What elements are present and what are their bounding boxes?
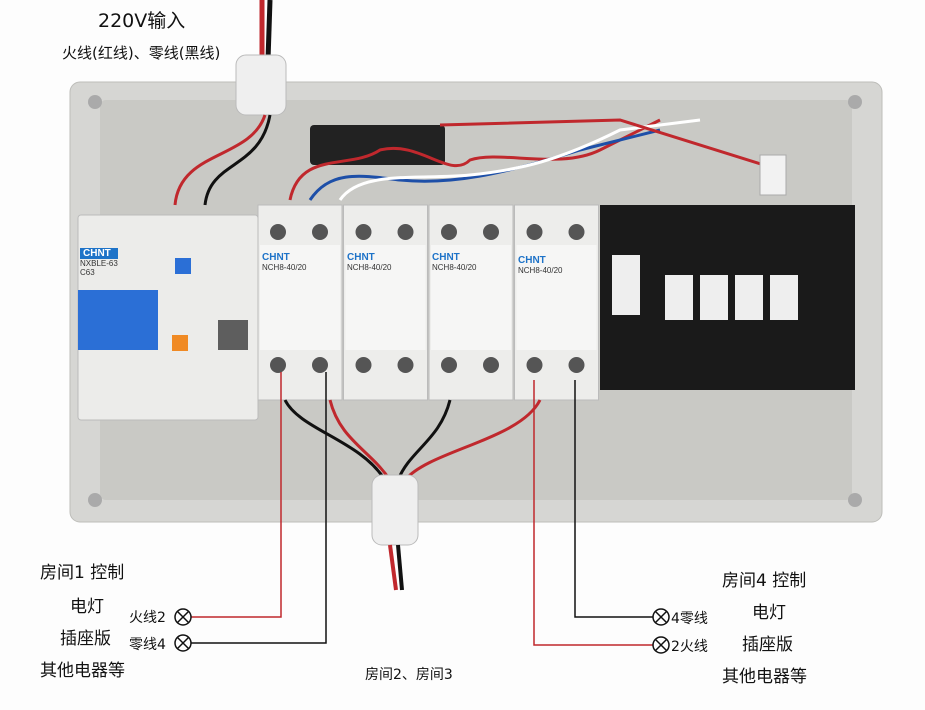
terminal-screw-icon	[526, 224, 543, 240]
breaker-label: CHNT NXBLE-63 C63	[80, 248, 118, 277]
terminal-screw-icon	[483, 224, 499, 240]
screw-icon	[88, 493, 102, 507]
room4-live-line	[533, 380, 653, 646]
terminal-screw-icon	[270, 224, 286, 240]
room1-item: 插座版	[60, 629, 111, 649]
terminal-screw-icon	[355, 357, 372, 373]
room4-item: 其他电器等	[722, 667, 807, 687]
lamp-symbol-icon	[174, 634, 192, 652]
room1-item: 电灯	[70, 597, 104, 617]
room1-neutral-line	[191, 372, 327, 644]
qr-code	[218, 320, 248, 350]
connector-plug	[759, 154, 787, 196]
incoming-neutral-wire	[265, 0, 273, 61]
room1-title: 房间1 控制	[40, 563, 125, 583]
terminal-screw-icon	[397, 357, 414, 373]
screw-icon	[848, 95, 862, 109]
terminal-screw-icon	[568, 224, 585, 240]
test-button	[172, 335, 188, 351]
input-subtitle: 火线(红线)、零线(黑线)	[62, 44, 221, 62]
speaker	[310, 125, 445, 165]
top-cable-gland	[235, 54, 287, 116]
screw-icon	[848, 493, 862, 507]
room4-item: 插座版	[742, 635, 793, 655]
terminal-screw-icon	[441, 224, 457, 240]
terminal-screw-icon	[312, 357, 328, 373]
room4-neutral-line	[574, 380, 653, 618]
terminal-screw-icon	[568, 357, 585, 373]
room1-neutral-label: 零线4	[129, 637, 166, 653]
breaker-toggle	[78, 290, 158, 350]
input-title: 220V输入	[98, 10, 186, 32]
room1-live-line	[191, 372, 282, 618]
terminal-screw-icon	[441, 357, 457, 373]
bottom-cable-gland	[371, 474, 419, 546]
terminal-screw-icon	[397, 224, 414, 240]
terminal-screw-icon	[312, 224, 328, 240]
terminal-screw-icon	[355, 224, 372, 240]
room4-neutral-label: 4零线	[671, 611, 708, 627]
terminal-screw-icon	[483, 357, 499, 373]
screw-icon	[88, 95, 102, 109]
room1-item: 其他电器等	[40, 661, 125, 681]
lamp-symbol-icon	[174, 608, 192, 626]
terminal-screw-icon	[526, 357, 543, 373]
terminal-screw-icon	[270, 357, 286, 373]
lamp-symbol-icon	[652, 636, 670, 654]
room1-live-label: 火线2	[129, 610, 166, 626]
room4-live-label: 2火线	[671, 639, 708, 655]
middle-label: 房间2、房间3	[365, 667, 453, 683]
room4-title: 房间4 控制	[722, 571, 807, 591]
lamp-symbol-icon	[652, 608, 670, 626]
room4-item: 电灯	[752, 603, 786, 623]
